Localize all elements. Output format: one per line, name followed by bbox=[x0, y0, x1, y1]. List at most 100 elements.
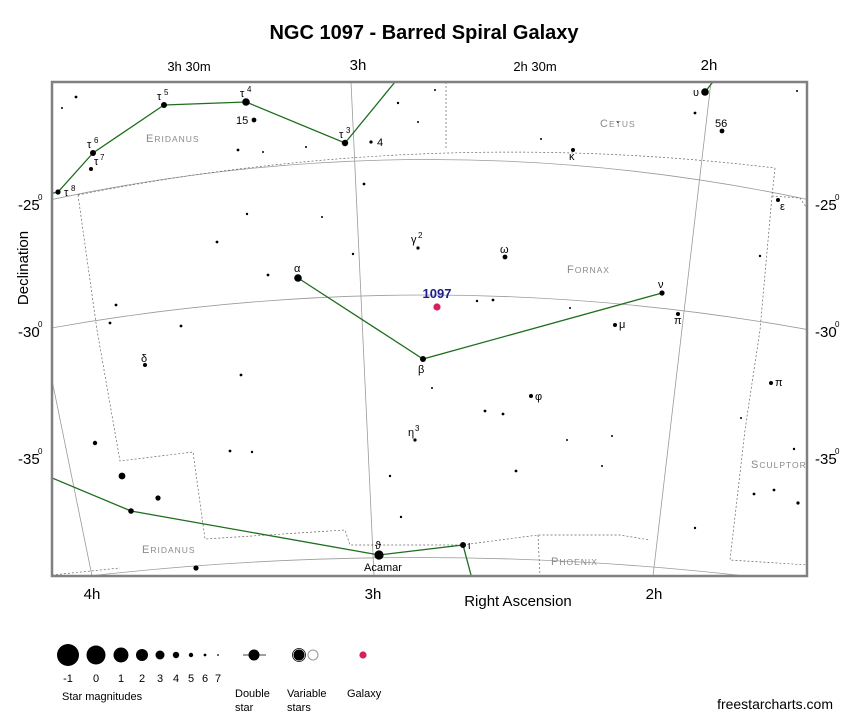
legend-mag-label-1: 1 bbox=[118, 673, 124, 685]
star-field bbox=[792, 447, 796, 451]
label-tau7-sup: 7 bbox=[100, 153, 105, 162]
star-epsilon bbox=[776, 198, 780, 202]
ra-top-tick-2h: 2h bbox=[701, 57, 718, 74]
plot-area bbox=[52, 82, 807, 576]
label-gamma2-sup: 2 bbox=[418, 231, 423, 240]
star-field bbox=[362, 182, 366, 186]
legend-variable-line2: stars bbox=[287, 702, 311, 714]
dec-right-tick-35: -35 bbox=[815, 451, 837, 468]
star-field bbox=[601, 465, 603, 467]
credit-text: freestarcharts.com bbox=[717, 696, 833, 712]
star-alpha bbox=[294, 274, 302, 282]
star-field bbox=[193, 565, 199, 571]
label-tau7: τ bbox=[94, 156, 99, 168]
star-field bbox=[179, 324, 183, 328]
star-kappa bbox=[571, 148, 575, 152]
star-field bbox=[155, 495, 161, 501]
label-tau4-sup: 4 bbox=[247, 85, 252, 94]
dec-left-deg-35: 0 bbox=[38, 447, 43, 456]
star-mu bbox=[613, 323, 617, 327]
star-field bbox=[501, 412, 505, 416]
star-field bbox=[483, 409, 487, 413]
galaxy-ngc1097-marker bbox=[433, 303, 441, 311]
star-tau4 bbox=[242, 98, 250, 106]
label-omega: ω bbox=[500, 244, 509, 256]
legend-mag-6-dot bbox=[203, 653, 207, 657]
label-tau3: τ bbox=[339, 129, 344, 141]
star-field bbox=[491, 298, 495, 302]
dec-left-tick-35: -35 bbox=[18, 451, 40, 468]
dec-line-30 bbox=[52, 294, 807, 330]
y-axis-label: Declination bbox=[15, 231, 32, 305]
star-field bbox=[475, 299, 479, 303]
label-phi: φ bbox=[535, 391, 542, 403]
star-beta bbox=[420, 356, 426, 362]
chart-title: NGC 1097 - Barred Spiral Galaxy bbox=[269, 22, 579, 44]
dec-left-deg-30: 0 bbox=[38, 320, 43, 329]
star-field bbox=[758, 254, 762, 258]
label-tau6: τ bbox=[87, 139, 92, 151]
label-tau8: τ bbox=[64, 187, 69, 199]
label-eta3-sup: 3 bbox=[415, 424, 420, 433]
ra-top-tick-2h30m: 2h 30m bbox=[513, 59, 556, 74]
label-cetus: CETUS bbox=[600, 118, 636, 130]
star-field bbox=[236, 148, 240, 152]
constellation-boundaries bbox=[52, 82, 807, 576]
star-field bbox=[262, 151, 264, 153]
legend-mag-4-dot bbox=[172, 651, 180, 659]
star-delta bbox=[143, 363, 147, 367]
legend-mag-label-2: 2 bbox=[139, 673, 145, 685]
chart-frame bbox=[50, 80, 809, 578]
dec-left-tick-30: -30 bbox=[18, 324, 40, 341]
x-axis-label: Right Ascension bbox=[464, 593, 572, 610]
label-gamma2: γ bbox=[411, 234, 417, 246]
legend-double-star-dot bbox=[248, 649, 260, 661]
label-iota: ι bbox=[468, 540, 471, 552]
star-field bbox=[514, 469, 518, 473]
legend-mag-5-dot bbox=[188, 652, 194, 658]
dec-right-deg-35: 0 bbox=[835, 447, 840, 456]
ra-bottom-tick-2h: 2h bbox=[646, 586, 663, 603]
star-eta3 bbox=[413, 438, 417, 442]
star-tau6 bbox=[90, 150, 96, 156]
legend-variable-line1: Variable bbox=[287, 688, 327, 700]
legend-mag-label-minus1: -1 bbox=[63, 673, 73, 685]
fornax-figure bbox=[297, 277, 663, 360]
label-eta3: η bbox=[408, 427, 414, 439]
legend: -1 0 1 2 3 4 5 6 7 Star magnitudes Doubl… bbox=[57, 644, 382, 714]
legend-double-line2: star bbox=[235, 702, 254, 714]
star-field bbox=[796, 90, 798, 92]
star-field bbox=[245, 212, 249, 216]
dec-line-25 bbox=[52, 159, 807, 200]
star-field bbox=[569, 307, 571, 309]
label-nu: ν bbox=[658, 279, 664, 291]
ra-line-2h bbox=[652, 82, 712, 576]
label-tau6-sup: 6 bbox=[94, 136, 99, 145]
legend-variable-star-filled bbox=[293, 649, 305, 661]
star-15 bbox=[251, 117, 257, 123]
star-labels: τ 5 τ 4 τ 6 τ 7 τ 8 τ 3 15 4 υ 56 κ ε γ … bbox=[64, 85, 785, 574]
star-4 bbox=[369, 140, 373, 144]
star-field bbox=[305, 146, 307, 148]
star-field bbox=[693, 111, 697, 115]
legend-double-line1: Double bbox=[235, 688, 270, 700]
label-acamar: Acamar bbox=[364, 562, 402, 574]
ra-bottom-tick-3h: 3h bbox=[365, 586, 382, 603]
star-tau3 bbox=[341, 139, 349, 147]
label-alpha: α bbox=[294, 263, 301, 275]
star-field bbox=[61, 107, 63, 109]
star-field bbox=[431, 387, 433, 389]
label-eridanus-south: ERIDANUS bbox=[142, 544, 196, 556]
label-fornax: FORNAX bbox=[567, 264, 610, 276]
ra-line-4h bbox=[52, 379, 93, 576]
legend-mag-3-dot bbox=[155, 650, 165, 660]
label-delta: δ bbox=[141, 353, 147, 365]
star-field bbox=[74, 95, 78, 99]
stars bbox=[55, 88, 800, 571]
label-eridanus: ERIDANUS bbox=[146, 133, 200, 145]
dec-right-tick-25: -25 bbox=[815, 197, 837, 214]
star-phi bbox=[529, 394, 533, 398]
star-field bbox=[128, 508, 134, 514]
legend-mag-label-7: 7 bbox=[215, 673, 221, 685]
